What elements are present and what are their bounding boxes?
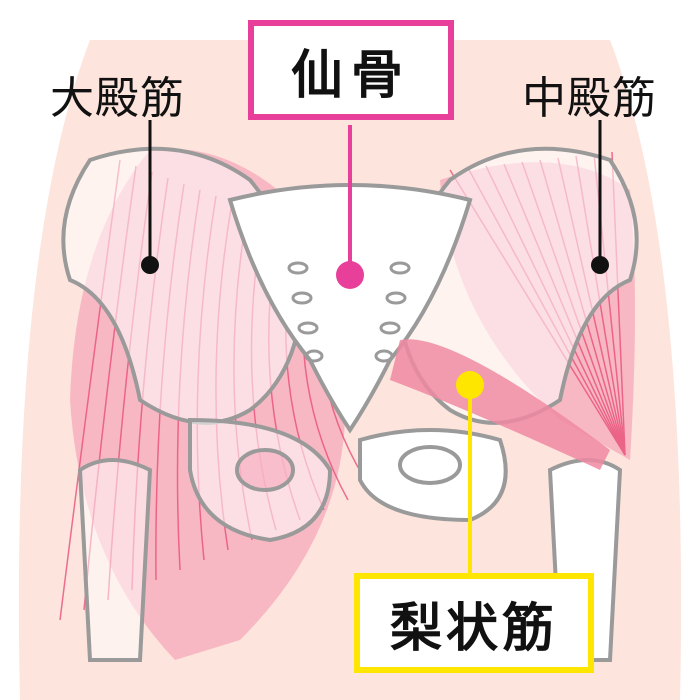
sacral-foramina <box>287 261 411 363</box>
gluteus-maximus-marker <box>141 256 159 274</box>
sacrum-bone <box>227 183 473 434</box>
gluteus-medius-marker <box>591 256 609 274</box>
piriformis-muscle <box>390 339 610 470</box>
sacrum-label: 仙骨 <box>248 20 454 120</box>
gluteus-medius-label: 中殿筋 <box>522 73 657 124</box>
left-femur <box>77 458 153 662</box>
piriformis-label: 梨状筋 <box>354 573 594 673</box>
sacrum-marker <box>336 261 364 289</box>
gluteus-maximus-label: 大殿筋 <box>50 73 185 124</box>
piriformis-marker <box>456 371 484 399</box>
